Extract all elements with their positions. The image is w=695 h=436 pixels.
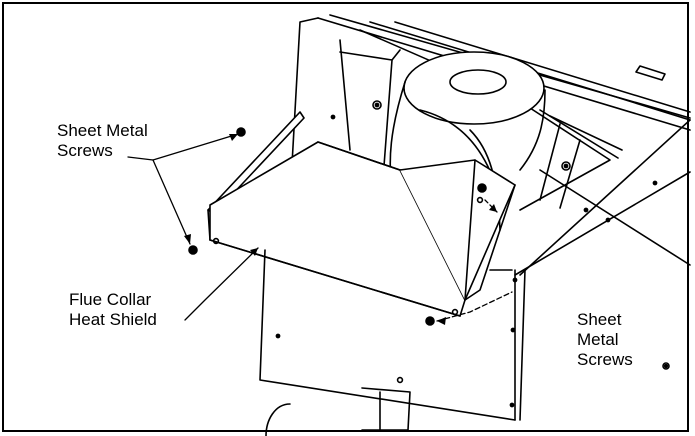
inner-rail-right — [519, 107, 623, 211]
sheet-metal-screw-bottom-left — [188, 245, 198, 255]
arrow-heads — [184, 134, 497, 325]
label-flue-collar-heat-shield: Flue Collar Heat Shield — [69, 290, 157, 329]
stove-lower-body — [259, 180, 670, 436]
label-sheet-metal-screws-left: Sheet Metal Screws — [57, 121, 148, 160]
sheet-metal-screw-right-top — [477, 183, 487, 193]
sheet-metal-screw-right-bottom — [425, 316, 435, 326]
sheet-metal-screw-top-left — [236, 127, 246, 137]
flue-collar-heat-shield — [207, 111, 516, 317]
label-sheet-metal-screws-right: Sheet Metal Screws — [577, 310, 633, 369]
flue-collar — [389, 51, 546, 231]
figure-border — [2, 2, 689, 432]
